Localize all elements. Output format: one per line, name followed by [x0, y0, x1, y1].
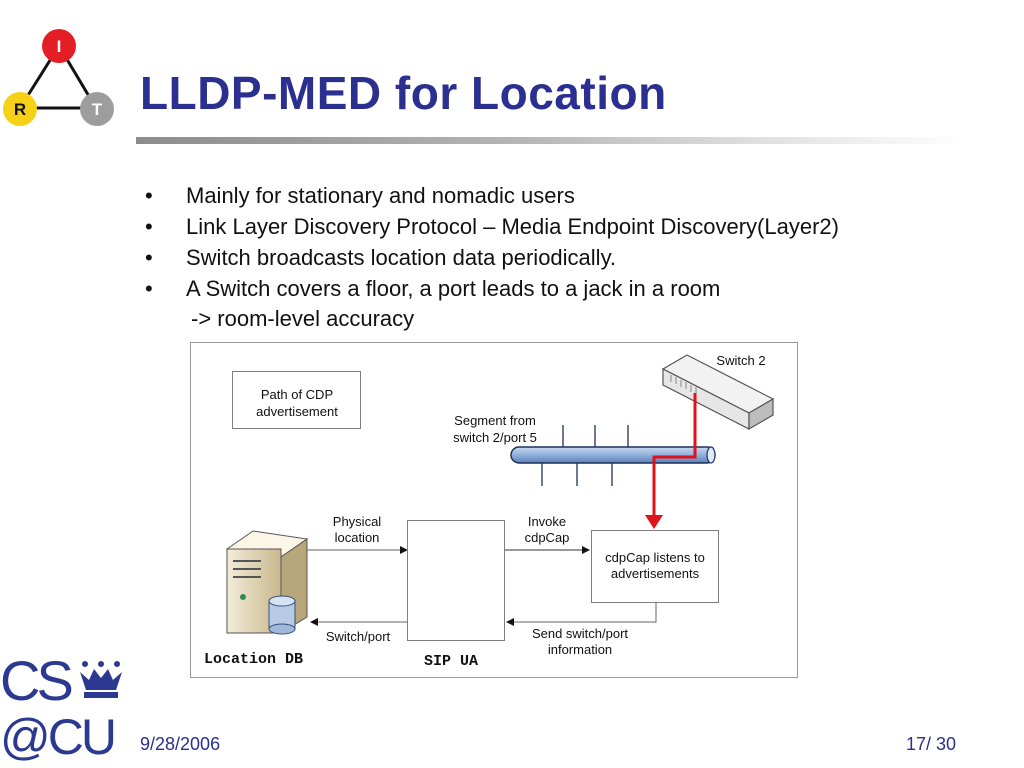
- irt-logo-i: I: [57, 37, 62, 56]
- switch-icon: [661, 354, 775, 431]
- bullet-icon: •: [145, 276, 153, 301]
- bullet-item: • Switch broadcasts location data periodi…: [145, 242, 839, 273]
- footer-date: 9/28/2006: [140, 734, 221, 754]
- footer-page-number: 17/ 30: [906, 734, 957, 754]
- crown-icon: [80, 661, 122, 698]
- bullet-subline: -> room-level accuracy: [191, 306, 415, 331]
- bullet-item: • A Switch covers a floor, a port leads t…: [145, 273, 839, 304]
- send-switch-port-label-line1: Send switch/port: [531, 626, 629, 641]
- bullet-text: Link Layer Discovery Protocol – Media En…: [186, 214, 839, 239]
- segment-label-line1: Segment from: [454, 413, 536, 428]
- legend-label-line1: Path of CDP: [260, 387, 334, 402]
- legend-box: [232, 371, 361, 429]
- bullet-text: Switch broadcasts location data periodic…: [186, 245, 617, 270]
- sip-ua-label: SIP UA: [424, 653, 479, 670]
- title-underline: [136, 137, 966, 144]
- bullet-text: A Switch covers a floor, a port leads to…: [186, 276, 721, 301]
- cdpcap-label-line2: advertisements: [610, 566, 700, 581]
- send-switch-port-label-line2: information: [547, 642, 613, 657]
- diagram-graphics: S I P c: [225, 354, 775, 635]
- cdp-path-arrow: [645, 393, 697, 529]
- cdpcap-box: [591, 530, 719, 603]
- server-icon: [225, 530, 309, 635]
- switch-port-label: Switch/port: [325, 629, 391, 644]
- bullet-icon: •: [145, 183, 153, 208]
- cs-cu-logo-top: CS: [0, 650, 71, 712]
- cs-cu-logo: CS @CU: [0, 650, 122, 762]
- irt-logo-t: T: [92, 100, 103, 119]
- invoke-label-line2: cdpCap: [524, 530, 570, 545]
- cdpcap-label-line1: cdpCap listens to: [605, 550, 705, 565]
- cs-cu-logo-bottom: @CU: [0, 709, 114, 762]
- send-switch-port-arrow: [506, 603, 657, 626]
- segment-label-line2: switch 2/port 5: [453, 430, 537, 445]
- bullet-icon: •: [145, 214, 153, 239]
- switch-2-label: Switch 2: [716, 353, 766, 368]
- sip-ua-box: [407, 520, 505, 641]
- physical-location-label-line2: location: [334, 530, 380, 545]
- bullet-icon: •: [145, 245, 153, 270]
- legend-label-line2: advertisement: [256, 404, 338, 419]
- location-db-label: Location DB: [204, 651, 304, 668]
- invoke-label-line1: Invoke: [527, 514, 567, 529]
- segment-pipe-icon: [510, 425, 716, 486]
- bullet-text: Mainly for stationary and nomadic users: [186, 183, 575, 208]
- network-diagram: S I P c Path of CDP advertisement Switch…: [190, 342, 798, 678]
- slide-title: LLDP-MED for Location: [140, 67, 667, 119]
- irt-logo-r: R: [14, 100, 26, 119]
- bullet-list: • Mainly for stationary and nomadic users…: [145, 180, 839, 304]
- irt-logo: I R T: [3, 29, 114, 126]
- bullet-item: • Mainly for stationary and nomadic users: [145, 180, 839, 211]
- physical-location-label-line1: Physical: [332, 514, 382, 529]
- bullet-item: • Link Layer Discovery Protocol – Media E…: [145, 211, 839, 242]
